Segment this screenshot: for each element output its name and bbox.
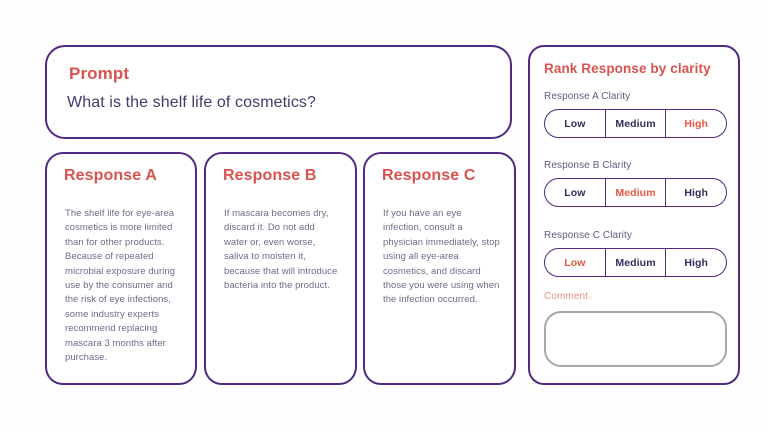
comment-input[interactable] (544, 311, 727, 367)
comment-label: Comment (544, 291, 589, 302)
response-card-c: Response C If you have an eye infection,… (363, 152, 516, 385)
response-a-title: Response A (64, 167, 157, 184)
rank-panel-title: Rank Response by clarity (544, 61, 711, 76)
response-b-clarity-option-low[interactable]: Low (545, 179, 606, 206)
response-c-title: Response C (382, 167, 476, 184)
response-c-clarity-segmented-control[interactable]: Low Medium High (544, 248, 727, 277)
response-b-title: Response B (223, 167, 317, 184)
response-a-clarity-option-high[interactable]: High (684, 117, 709, 130)
prompt-question-text: What is the shelf life of cosmetics? (67, 94, 317, 111)
response-b-clarity-label: Response B Clarity (544, 160, 632, 171)
response-b-body: If mascara becomes dry, discard it. Do n… (224, 208, 338, 292)
response-c-clarity-option-low[interactable]: Low (545, 249, 606, 276)
response-b-clarity-option-high[interactable]: High (684, 186, 709, 199)
response-a-clarity-option-medium[interactable]: Medium (606, 110, 667, 137)
response-b-clarity-segmented-control[interactable]: Low Medium High (544, 178, 727, 207)
response-c-clarity-option-medium[interactable]: Medium (606, 249, 667, 276)
rank-response-panel: Rank Response by clarity Response A Clar… (528, 45, 740, 385)
response-a-clarity-option-low[interactable]: Low (545, 110, 606, 137)
response-a-clarity-segmented-control[interactable]: Low Medium High (544, 109, 727, 138)
response-card-a: Response A The shelf life for eye-area c… (45, 152, 197, 385)
prompt-card: Prompt What is the shelf life of cosmeti… (45, 45, 512, 139)
response-c-clarity-option-high[interactable]: High (684, 256, 709, 269)
response-card-b: Response B If mascara becomes dry, disca… (204, 152, 357, 385)
response-b-clarity-option-medium[interactable]: Medium (606, 179, 667, 206)
response-c-clarity-label: Response C Clarity (544, 230, 632, 241)
response-a-clarity-label: Response A Clarity (544, 91, 631, 102)
response-a-body: The shelf life for eye-area cosmetics is… (65, 208, 176, 364)
prompt-title: Prompt (69, 64, 130, 83)
response-c-body: If you have an eye infection, consult a … (383, 208, 500, 306)
